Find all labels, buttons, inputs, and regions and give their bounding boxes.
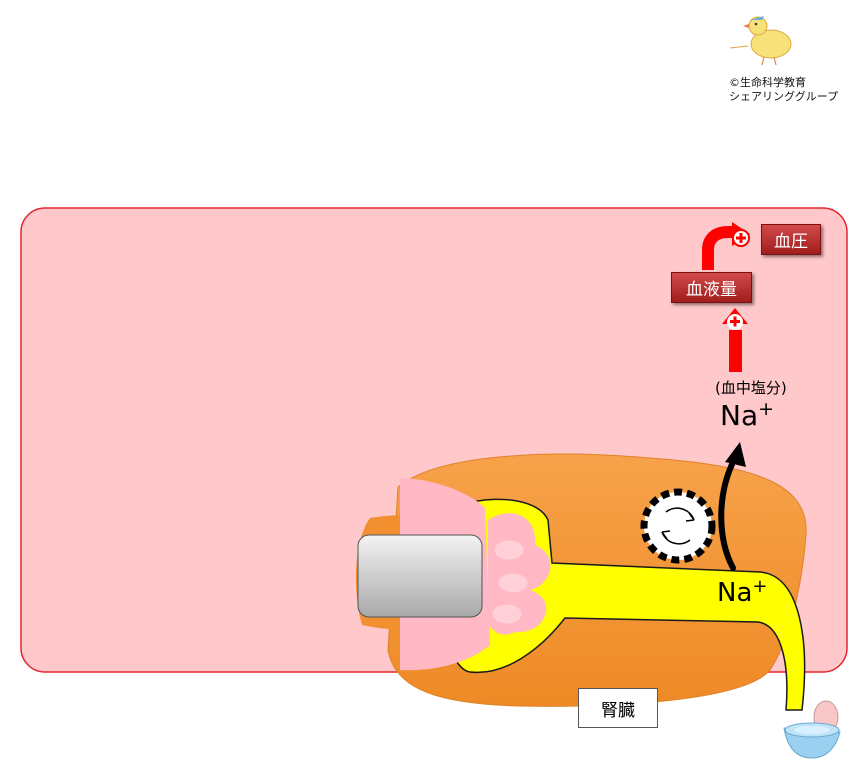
red-arrow-up [729, 330, 742, 372]
blood-volume-label: 血液量 [671, 272, 752, 303]
plus-icon [722, 308, 748, 330]
sodium-ion-bottom-text: Na [717, 578, 753, 608]
glomerulus [365, 478, 551, 671]
blood-salt-label: (血中塩分) [715, 379, 787, 397]
plus-sign: + [758, 398, 775, 420]
toilet-icon [783, 700, 841, 759]
sodium-ion-top: Na+ [720, 398, 774, 432]
blood-pressure-label: 血圧 [761, 224, 821, 255]
credit-line-2: シェアリンググループ [729, 90, 839, 103]
kidney-label: 腎臓 [578, 688, 658, 728]
credit-line-1: ©生命科学教育 [729, 76, 806, 89]
gray-block [357, 534, 483, 618]
chick-icon [729, 16, 792, 66]
sodium-ion-top-text: Na [720, 399, 759, 432]
circular-arrows-icon [640, 488, 716, 564]
credit-text: ©生命科学教育 シェアリンググループ [729, 76, 838, 104]
sodium-ion-bottom: Na+ [717, 576, 767, 608]
plus-sign: + [752, 576, 768, 597]
reabsorption-arrow [718, 442, 746, 571]
plus-icon [732, 229, 750, 247]
